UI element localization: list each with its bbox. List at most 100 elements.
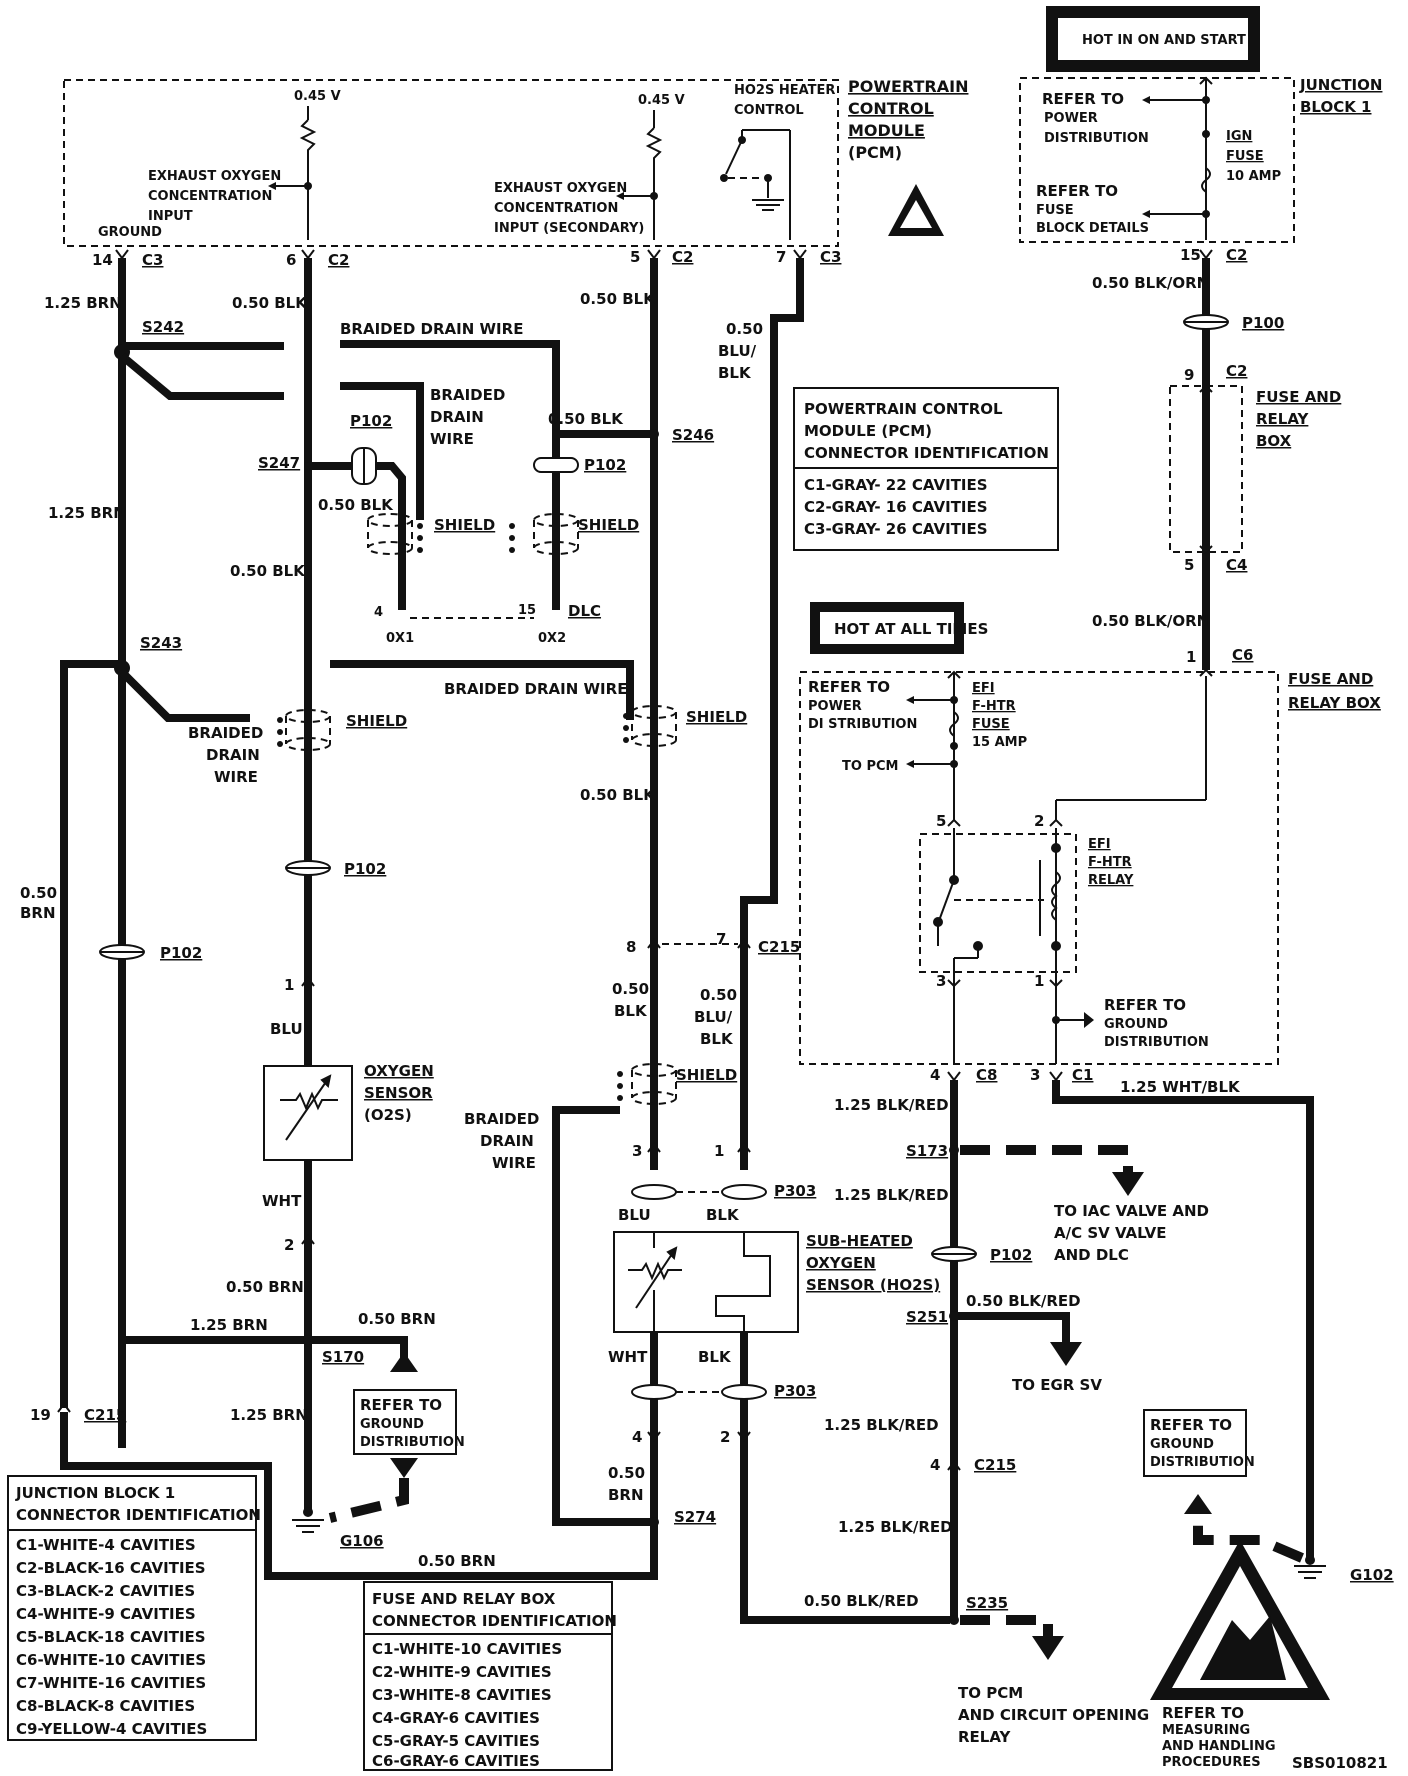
pin-ho2s-4: 4 [632,1428,642,1446]
esd-l4: PROCEDURES [1162,1755,1261,1770]
wire-heater-blublk [740,258,804,1170]
frb-connector-id-box [363,1581,613,1771]
label-s243: S243 [140,634,182,652]
drain-label-3-l3: WIRE [214,768,258,786]
jb1-ref1-l1: REFER TO [1042,90,1124,108]
wire-label-brn050d: 0.50 BRN [418,1552,496,1570]
frb-ref1-l3: DI STRIBUTION [808,717,917,732]
splice-s274 [649,1517,659,1527]
pin-7: 7 [776,248,786,266]
pin-c215-7: 7 [716,930,726,948]
jb1-id-title-1: JUNCTION BLOCK 1 [15,1484,175,1502]
jb1-id-title-2: CONNECTOR IDENTIFICATION [16,1506,261,1524]
relay-coil-icon [1051,871,1061,921]
label-s247: S247 [258,454,300,472]
sub-heated-oxygen-sensor [613,1231,799,1333]
wire-brn050-to-s274 [60,1412,658,1580]
wire-label-blkred4: 1.25 BLK/RED [824,1416,939,1434]
esd-small-icon [888,184,944,236]
pin-ho2s-2: 2 [720,1428,730,1446]
pcm-input1-l3: INPUT [148,209,193,224]
relay-l2: F-HTR [1088,855,1132,870]
frb-ground-ref [953,986,1094,1064]
label-s170: S170 [322,1348,364,1366]
shield-label-4: SHIELD [686,708,747,726]
wire-label-brn050b: 0.50 BRN [226,1278,304,1296]
wire-whtblk [1052,1080,1314,1560]
pin-o2s-1: 1 [284,976,294,994]
conn-p303-bot-a [631,1384,677,1400]
pcm-input1-l1: EXHAUST OXYGEN [148,169,281,184]
pin-c8-4: 4 [930,1066,940,1084]
wire-label-blkred3: 0.50 BLK/RED [966,1292,1081,1310]
pcm-id-row-3: C3-GRAY- 26 CAVITIES [804,520,988,538]
ho2s-label-3: SENSOR (HO2S) [806,1276,940,1294]
ign-fuse-l1: IGN [1226,129,1252,144]
conn-p102-ox2 [533,457,579,473]
frb-title1-l1: FUSE AND [1256,388,1341,406]
ho2s-heater-icon [715,1232,771,1332]
frb-id-title-2: CONNECTOR IDENTIFICATION [372,1612,617,1630]
to-pcm-l2: AND CIRCUIT OPENING [958,1706,1149,1724]
frb-id-row-3: C3-WHITE-8 CAVITIES [372,1686,552,1704]
conn-jb1-c2: C2 [1226,246,1247,264]
refgnd1-l2: GROUND [360,1417,424,1432]
jb1-title-2: BLOCK 1 [1300,98,1372,116]
conn-c215-c: C215 [974,1456,1016,1474]
frb-refgnd-l3: DISTRIBUTION [1104,1035,1209,1050]
pin-5: 5 [630,248,640,266]
o2s-label-1: OXYGEN [364,1062,434,1080]
ign-fuse-l3: 10 AMP [1226,169,1281,184]
drain-label-5-l1: BRAIDED [464,1110,539,1128]
conn-c8: C8 [976,1066,997,1084]
wire-label-blk050g-l2: BLK [614,1002,648,1020]
jb1-id-row-4: C4-WHITE-9 CAVITIES [16,1605,196,1623]
wire-label-blu: BLU [270,1020,303,1038]
frb-id-row-5: C5-GRAY-5 CAVITIES [372,1732,540,1750]
pin-c215-4: 4 [930,1456,940,1474]
conn-frb-c6: C6 [1232,646,1253,664]
wire-label-blkorn1: 0.50 BLK/ORN [1092,274,1209,292]
hot-on-label: HOT IN ON AND START [1082,33,1246,48]
jb1-id-row-5: C5-BLACK-18 CAVITIES [16,1628,206,1646]
pcm-title-3: MODULE [848,121,925,140]
to-pcm-l3: RELAY [958,1728,1012,1746]
jb1-id-row-3: C3-BLACK-2 CAVITIES [16,1582,195,1600]
diagram-code: SBS010821 [1292,1754,1388,1772]
label-s251: S251 [906,1308,948,1326]
frb-ref1-l1: REFER TO [808,678,890,696]
shield-ox1 [367,513,423,555]
wire-label-blk050b: 0.50 BLK [580,290,656,308]
pin-19: 19 [30,1406,51,1424]
frb-id-title-1: FUSE AND RELAY BOX [372,1590,556,1608]
pin-frb-9: 9 [1184,366,1194,384]
pin-6: 6 [286,251,296,269]
jb1-ref1-l3: DISTRIBUTION [1044,131,1149,146]
label-s274: S274 [674,1508,716,1526]
shield-label-2: SHIELD [578,516,639,534]
jb1-id-row-8: C8-BLACK-8 CAVITIES [16,1697,195,1715]
esd-l2: MEASURING [1162,1723,1250,1738]
ign-fuse-l2: FUSE [1226,149,1264,164]
wire-label-whtblk: 1.25 WHT/BLK [1120,1078,1241,1096]
to-iac-l3: AND DLC [1054,1246,1129,1264]
efi-fuse-icon [949,711,959,737]
refgnd2-l2: GROUND [1150,1437,1214,1452]
o2s-label-3: (O2S) [364,1106,412,1124]
frb-id-row-4: C4-GRAY-6 CAVITIES [372,1709,540,1727]
shield-label-3: SHIELD [346,712,407,730]
frb-id-row-6: C6-GRAY-6 CAVITIES [372,1752,540,1770]
wire-label-brn125d: 1.25 BRN [230,1406,308,1424]
label-p102-blkred: P102 [990,1246,1032,1264]
pin-jb1-15: 15 [1180,246,1201,264]
refer-ground-box-2 [1143,1409,1247,1477]
frb-internal [906,668,1213,827]
ho2s-variable-resistor-icon [628,1232,682,1332]
label-p102-o2s: P102 [344,860,386,878]
wire-label-blublk2-l3: BLK [700,1030,734,1048]
drain-label-5-l2: DRAIN [480,1132,534,1150]
pcm-voltage-1: 0.45 V [294,89,341,104]
pin-frb-5: 5 [1184,556,1194,574]
pcm-input2-l3: INPUT (SECONDARY) [494,221,644,236]
frb-title1-l3: BOX [1256,432,1292,450]
